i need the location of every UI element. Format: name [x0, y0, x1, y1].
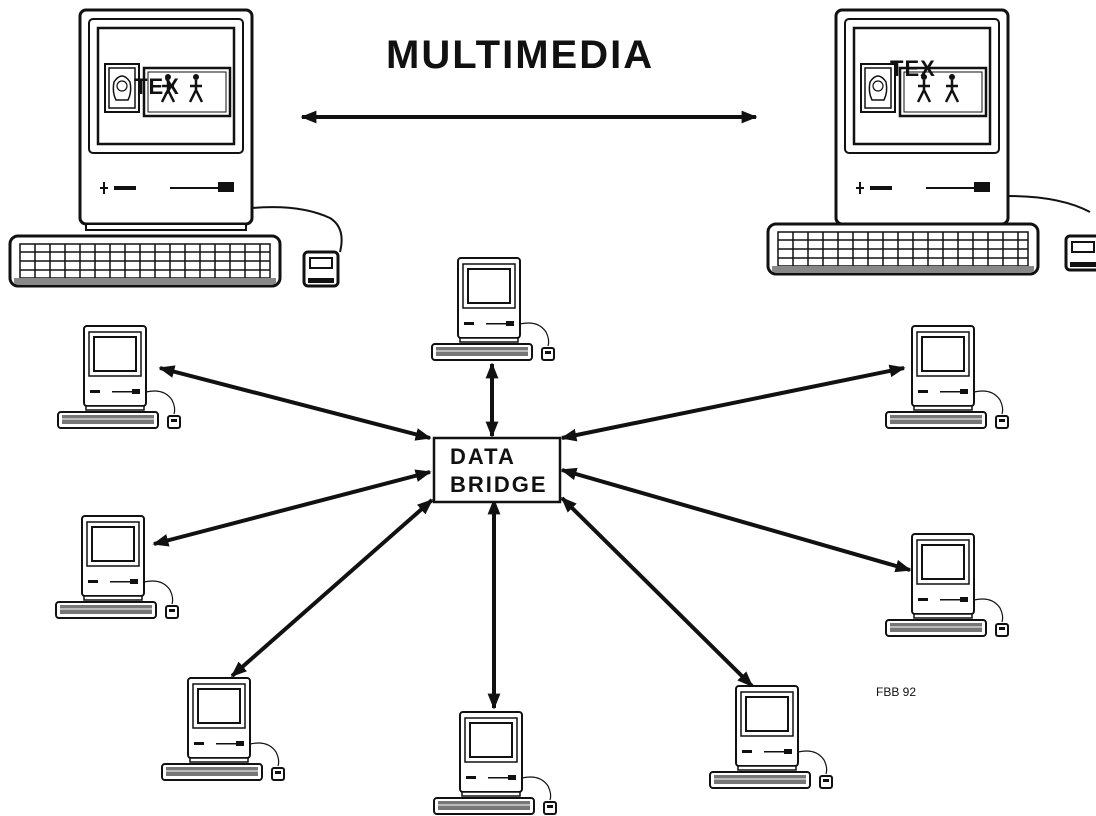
credit-label: FBB 92 — [876, 685, 916, 699]
data-bridge-box: DATA BRIDGE — [432, 436, 562, 504]
arrow-middle-right — [560, 467, 912, 573]
workstation-upper-right — [885, 325, 1009, 429]
arrow-middle-left — [152, 469, 432, 547]
keyboard-icon — [8, 234, 282, 288]
workstation-upper-left — [57, 325, 181, 429]
workstation-bottom — [433, 711, 557, 815]
mouse-icon — [1064, 234, 1096, 272]
multimedia-computer-right: TEX — [766, 8, 1096, 276]
workstation-middle-left — [55, 515, 179, 619]
workstation-lower-right — [709, 685, 833, 789]
computer-icon — [78, 8, 254, 232]
workstation-middle-right — [885, 533, 1009, 637]
arrow-lower-right — [560, 496, 754, 688]
multimedia-computer-left: TEX — [8, 8, 343, 288]
arrow-upper-left — [158, 365, 432, 441]
diagram-title: MULTIMEDIA — [386, 33, 654, 77]
connection-arrows — [152, 362, 912, 710]
arrow-upper-right — [560, 364, 906, 442]
mouse-icon — [302, 250, 340, 288]
arrow-lower-left — [230, 498, 434, 678]
workstation-top — [431, 257, 555, 361]
computer-icon — [834, 8, 1010, 232]
screen-label: TEX — [134, 74, 180, 99]
bridge-label-line1: DATA — [450, 444, 516, 469]
bridge-label-line2: BRIDGE — [450, 472, 548, 497]
workstation-lower-left — [161, 677, 285, 781]
keyboard-icon — [766, 222, 1040, 276]
screen-label: TEX — [890, 56, 936, 81]
